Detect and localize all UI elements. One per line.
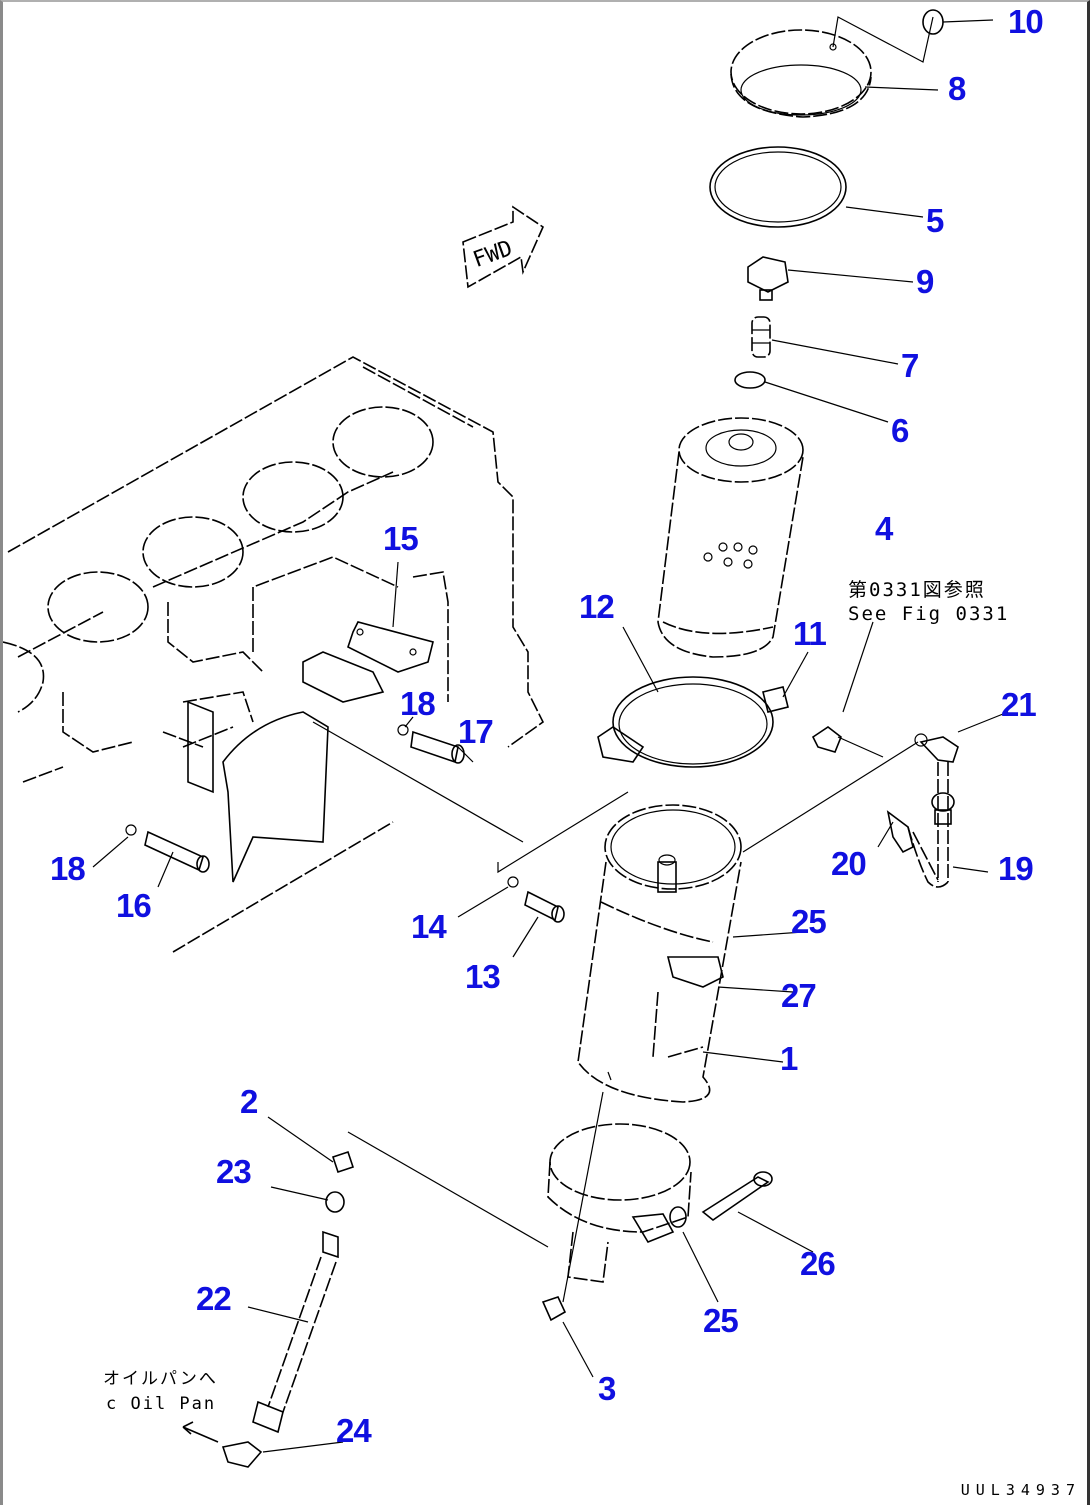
washer (734, 371, 766, 389)
to-oil-pan-note-jp: オイルパンへ (103, 1369, 218, 1389)
callout-1: 1 (780, 1040, 798, 1077)
callout-3: 3 (598, 1370, 616, 1407)
forward-arrow (462, 205, 545, 289)
callout-26: 26 (800, 1245, 836, 1282)
callout-18: 18 (400, 685, 436, 722)
parts-drawing (3, 9, 1009, 1468)
callout-15: 15 (383, 520, 419, 557)
cover-plate (811, 726, 842, 753)
callout-6: 6 (891, 412, 909, 449)
see-fig-note-jp: 第0331図参照 (848, 579, 986, 601)
callout-4: 4 (875, 510, 893, 547)
adapter-2 (331, 1150, 355, 1174)
callout-25: 25 (791, 903, 827, 940)
band-clamp (597, 676, 789, 768)
bolt-16 (144, 830, 210, 873)
engine-block (3, 356, 545, 953)
valve (747, 256, 789, 301)
callout-22: 22 (196, 1280, 232, 1317)
elbow-21 (914, 733, 959, 763)
callout-2: 2 (240, 1083, 258, 1120)
callout-10: 10 (1008, 3, 1044, 40)
bolt-26 (701, 1171, 773, 1221)
leader-lines (92, 19, 1009, 1453)
to-oil-pan-note-en: c Oil Pan (106, 1394, 217, 1414)
elbow-20 (886, 810, 914, 854)
callout-25: 25 (703, 1302, 739, 1339)
callout-19: 19 (998, 850, 1034, 887)
spring (751, 316, 771, 358)
callout-14: 14 (411, 908, 447, 945)
bolt-17 (410, 730, 465, 764)
filter-cap (730, 9, 944, 118)
hose-19 (907, 762, 955, 888)
callout-23: 23 (216, 1153, 252, 1190)
elbow-24 (221, 1441, 263, 1468)
bolt-13 (524, 890, 565, 923)
callout-20: 20 (831, 845, 867, 882)
callout-21: 21 (1001, 686, 1037, 723)
callout-27: 27 (781, 977, 817, 1014)
callout-18: 18 (50, 850, 86, 887)
hose-22 (252, 1230, 339, 1434)
washer-18a (397, 724, 409, 736)
callout-8: 8 (948, 70, 966, 107)
bottom-band (547, 1123, 692, 1283)
filter-case (577, 804, 742, 1103)
washer-14 (507, 876, 519, 888)
callout-17: 17 (458, 713, 494, 750)
callout-11: 11 (793, 615, 827, 652)
filter-element (657, 417, 804, 658)
callout-13: 13 (465, 958, 501, 995)
callout-12: 12 (579, 588, 615, 625)
see-fig-note-en: See Fig 0331 (848, 603, 1010, 625)
callout-9: 9 (916, 263, 934, 300)
callout-16: 16 (116, 887, 152, 924)
callout-5: 5 (926, 202, 944, 239)
washer-18b (125, 824, 137, 836)
callout-24: 24 (336, 1412, 372, 1449)
drawing-code: UUL34937 (960, 1481, 1081, 1499)
nut-23 (325, 1191, 345, 1213)
o-ring (709, 146, 847, 228)
drain-3 (541, 1296, 567, 1322)
callout-7: 7 (901, 347, 919, 384)
